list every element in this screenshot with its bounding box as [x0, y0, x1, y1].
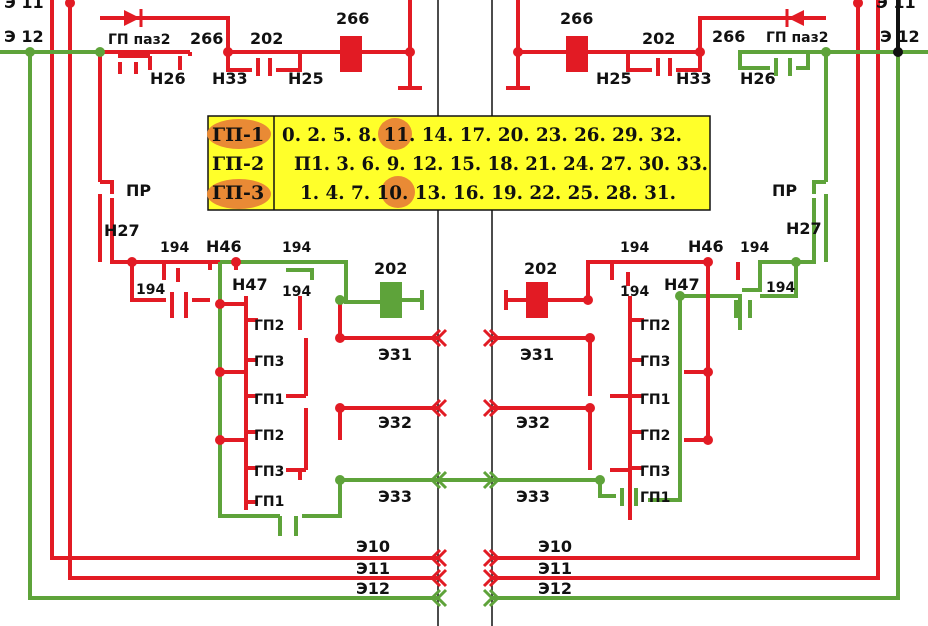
- gp-label-right: ГП1: [640, 392, 670, 408]
- label-e31-left: Э31: [378, 345, 412, 364]
- table-values-gp2: П1. 3. 6. 9. 12. 15. 18. 21. 24. 27. 30.…: [294, 153, 708, 175]
- label-e12-left: Э 12: [4, 27, 44, 46]
- label-202-mid-right: 202: [524, 259, 557, 278]
- gp-label-right: ГП1: [640, 490, 670, 506]
- label-e31-right: Э31: [520, 345, 554, 364]
- highlight-10: [381, 176, 415, 208]
- gp-table-bg: [207, 115, 711, 211]
- label-266b-left: 266: [336, 9, 369, 28]
- gp-label-left: ГП3: [254, 354, 284, 370]
- label-n46-right: Н46: [688, 237, 724, 256]
- top-right-block: [506, 0, 826, 90]
- outer-wires-right: [492, 0, 928, 600]
- label-194c-right: 194: [766, 280, 795, 296]
- table-key-gp2: ГП-2: [212, 153, 264, 175]
- label-194d-left: 194: [282, 284, 311, 300]
- highlight-gp3: [207, 179, 271, 209]
- middle-right-relay: [526, 282, 548, 318]
- label-n27-right: Н27: [786, 219, 822, 238]
- label-266b-right: 266: [560, 9, 593, 28]
- label-n27-left: Н27: [104, 221, 140, 240]
- label-n33-right: Н33: [676, 69, 712, 88]
- label-n47-right: Н47: [664, 275, 700, 294]
- label-gp-paz2-left: ГП паз2: [108, 32, 171, 48]
- top-right-relay: [566, 36, 588, 72]
- table-key-gp3: ГП-3: [212, 182, 264, 204]
- label-e10-left: Э10: [356, 537, 390, 556]
- label-194b-right: 194: [740, 240, 769, 256]
- label-n25-left: Н25: [288, 69, 324, 88]
- label-pr-right: ПР: [772, 181, 797, 200]
- label-202-right: 202: [642, 29, 675, 48]
- gp-label-left: ГП2: [254, 428, 284, 444]
- gp-label-left: ГП1: [254, 494, 284, 510]
- label-266a-right: 266: [712, 27, 745, 46]
- top-right-diode-icon: [788, 10, 804, 26]
- label-e33-left: Э33: [378, 487, 412, 506]
- highlight-11: [378, 118, 412, 150]
- gp-label-left: ГП1: [254, 392, 284, 408]
- label-e33-right: Э33: [516, 487, 550, 506]
- label-pr-left: ПР: [126, 181, 151, 200]
- label-194a-right: 194: [620, 240, 649, 256]
- top-left-relay: [340, 36, 362, 72]
- table-values-gp1: 0. 2. 5. 8. 11. 14. 17. 20. 23. 26. 29. …: [282, 124, 682, 146]
- table-values-gp3: 1. 4. 7. 10. 13. 16. 19. 22. 25. 28. 31.: [300, 182, 676, 204]
- gp-label-right: ГП2: [640, 318, 670, 334]
- outer-wires-left: [0, 0, 438, 600]
- label-n26-right: Н26: [740, 69, 776, 88]
- label-e32-left: Э32: [378, 413, 412, 432]
- highlight-gp1: [207, 119, 271, 149]
- gp-label-left: ГП3: [254, 464, 284, 480]
- label-e10-right: Э10: [538, 537, 572, 556]
- label-194b-left: 194: [282, 240, 311, 256]
- label-gp-paz2-right: ГП паз2: [766, 30, 829, 46]
- middle-right-block: [492, 180, 828, 520]
- label-194c-left: 194: [136, 282, 165, 298]
- gp-labels-right: ГП2 ГП3 ГП1 ГП2 ГП3 ГП1: [640, 318, 670, 506]
- label-e12-right: Э 12: [880, 27, 920, 46]
- label-e12-bottom-right: Э12: [538, 579, 572, 598]
- label-266a-left: 266: [190, 29, 223, 48]
- label-e11-bottom-right: Э11: [538, 559, 572, 578]
- label-e32-right: Э32: [516, 413, 550, 432]
- gp-table: ГП-1 ГП-2 ГП-3 0. 2. 5. 8. 11. 14. 17. 2…: [207, 115, 711, 211]
- label-n47-left: Н47: [232, 275, 268, 294]
- table-key-gp1: ГП-1: [212, 124, 264, 146]
- middle-left-relay: [380, 282, 402, 318]
- label-n25-right: Н25: [596, 69, 632, 88]
- label-e11-right: Э 11: [876, 0, 916, 12]
- gp-labels-left: ГП2 ГП3 ГП1 ГП2 ГП3 ГП1: [254, 318, 284, 510]
- label-n46-left: Н46: [206, 237, 242, 256]
- label-e11-bottom-left: Э11: [356, 559, 390, 578]
- gp-label-right: ГП3: [640, 464, 670, 480]
- label-n26-left: Н26: [150, 69, 186, 88]
- label-202-mid-left: 202: [374, 259, 407, 278]
- label-e12-bottom-left: Э12: [356, 579, 390, 598]
- top-left-diode-icon: [124, 10, 140, 26]
- label-194d-right: 194: [620, 284, 649, 300]
- label-e11-left: Э 11: [4, 0, 44, 12]
- gp-label-right: ГП2: [640, 428, 670, 444]
- middle-left-block: [98, 180, 600, 536]
- gp-label-right: ГП3: [640, 354, 670, 370]
- label-194a-left: 194: [160, 240, 189, 256]
- label-n33-left: Н33: [212, 69, 248, 88]
- label-202-left: 202: [250, 29, 283, 48]
- gp-label-left: ГП2: [254, 318, 284, 334]
- connector-arrows: [429, 328, 501, 608]
